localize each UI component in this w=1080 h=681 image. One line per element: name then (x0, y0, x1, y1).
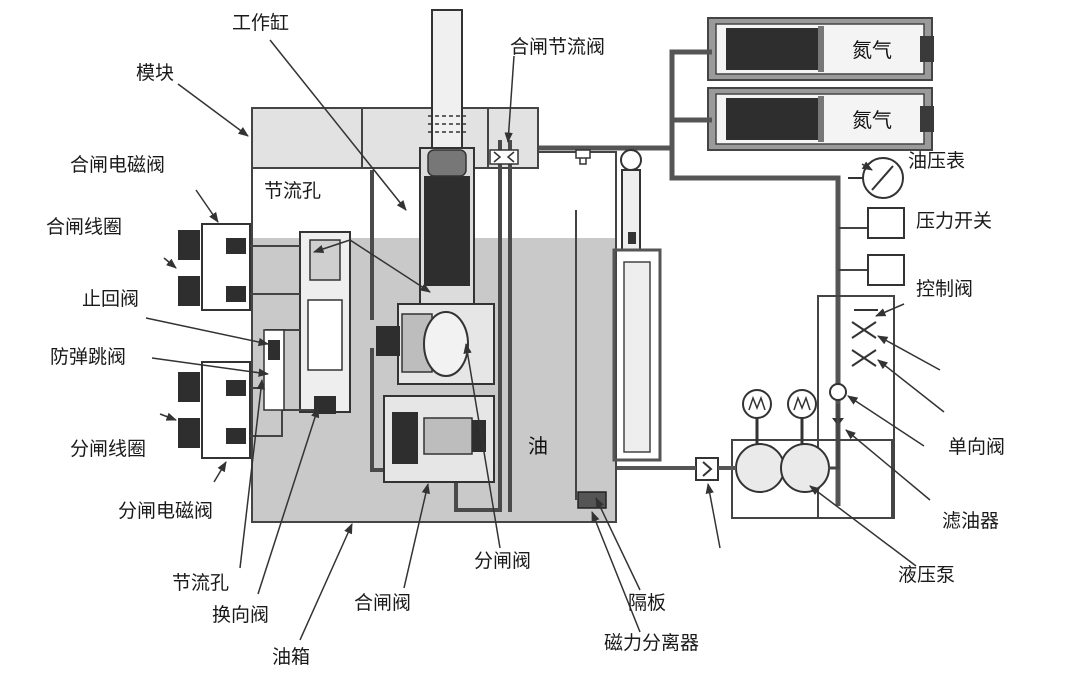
closing-valve (376, 303, 495, 385)
accumulator-top (707, 17, 934, 81)
label-closing-valve: 合闸阀 (354, 592, 412, 614)
pressure-switch-box (867, 207, 905, 239)
label-reversing-valve: 换向阀 (212, 604, 270, 626)
magnetic-separator-box (577, 491, 607, 509)
label-nitrogen-bottom: 氮气 (852, 108, 892, 132)
label-oil-filter: 滤油器 (942, 510, 1000, 532)
label-control-valve: 控制阀 (916, 278, 974, 300)
motor-icon-left (742, 389, 772, 419)
label-closing-throttle-valve: 合闸节流阀 (510, 36, 606, 58)
reversing-valve (299, 231, 351, 414)
pump-assembly (614, 295, 895, 519)
control-valve-box (867, 254, 905, 286)
label-oil-pressure-gauge: 油压表 (908, 150, 966, 172)
label-pressure-switch: 压力开关 (916, 210, 993, 232)
opening-valve (383, 395, 495, 483)
label-hydraulic-pump: 液压泵 (898, 564, 956, 586)
check-valve-ball (829, 383, 847, 401)
label-oil: 油 (528, 434, 548, 458)
label-opening-solenoid-valve: 分闸电磁阀 (118, 500, 214, 522)
label-magnetic-separator: 磁力分离器 (604, 632, 700, 654)
label-orifice-upper: 节流孔 (264, 180, 322, 202)
label-nitrogen-top: 氮气 (852, 38, 892, 62)
work-cylinder (419, 9, 475, 313)
label-one-way-valve: 单向阀 (948, 436, 1006, 458)
label-check-valve: 止回阀 (82, 288, 140, 310)
accumulator-bottom (707, 87, 934, 151)
label-partition: 隔板 (628, 592, 667, 614)
label-closing-coil: 合闸线圈 (46, 216, 123, 238)
label-orifice-lower: 节流孔 (172, 572, 230, 594)
high-pressure-pipe (520, 49, 841, 506)
label-anti-bounce-valve: 防弹跳阀 (50, 346, 127, 368)
pressure-gauge-icon (848, 157, 904, 199)
label-module: 模块 (136, 62, 175, 84)
solenoid-block (178, 223, 314, 459)
motor-icon-right (787, 389, 817, 419)
label-opening-valve: 分闸阀 (474, 550, 532, 572)
label-work-cylinder: 工作缸 (232, 12, 290, 34)
label-opening-coil: 分闸线圈 (70, 438, 147, 460)
label-oil-tank: 油箱 (272, 646, 311, 668)
label-closing-solenoid-valve: 合闸电磁阀 (70, 154, 166, 176)
oil-level-gauge (612, 149, 662, 462)
